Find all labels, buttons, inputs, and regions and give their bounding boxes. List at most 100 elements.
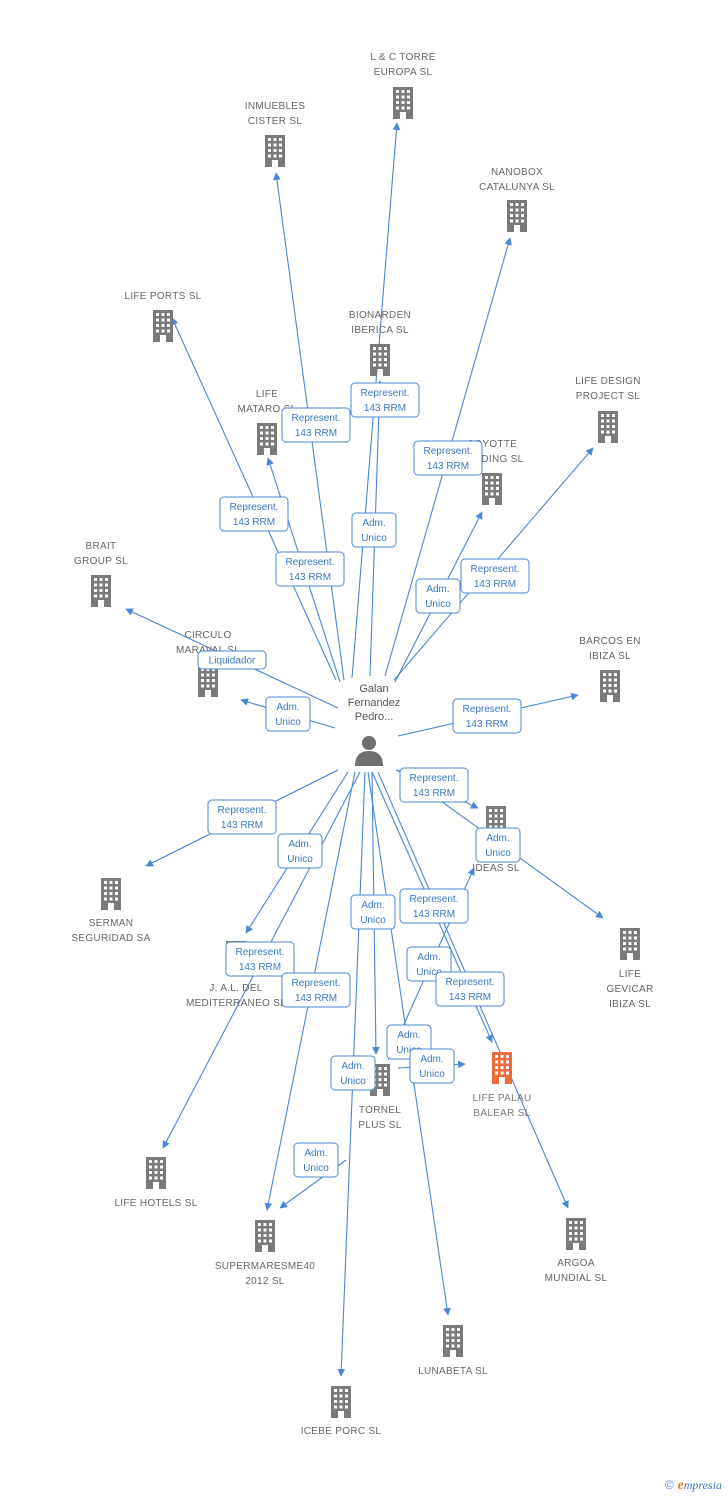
company-name-line: 2012 SL	[245, 1276, 284, 1287]
relationship-label[interactable]: Adm.Unico	[350, 894, 396, 930]
building-icon	[492, 1052, 512, 1084]
relationship-text: Represent.	[410, 773, 459, 784]
relationship-label[interactable]: Represent.143 RRM	[225, 941, 295, 977]
relationship-label[interactable]: Represent.143 RRM	[460, 558, 530, 594]
building-icon	[370, 344, 390, 376]
relationship-text: Unico	[416, 967, 442, 978]
relationship-text: Adm.	[397, 1030, 420, 1041]
relationship-text: Unico	[425, 599, 451, 610]
company-name-line: LIFE DESIGN	[575, 376, 641, 387]
building-icon	[507, 200, 527, 232]
person-icon	[355, 736, 383, 766]
relationship-text: Represent.	[410, 894, 459, 905]
relationship-label[interactable]: Represent.143 RRM	[413, 440, 483, 476]
relationship-text: Adm.	[362, 518, 385, 529]
company-name-line: SERMAN	[89, 918, 134, 929]
relationship-label[interactable]: Represent. 143 RRM	[350, 382, 420, 418]
relationship-text: Represent.	[292, 413, 341, 424]
building-icon	[600, 670, 620, 702]
relationship-label[interactable]: Adm.Unico	[330, 1055, 376, 1091]
relationship-text: Represent.	[286, 557, 335, 568]
relationship-text: Liquidador	[209, 656, 256, 667]
company-name-line: TORNEL	[359, 1105, 401, 1116]
company-node-brait[interactable]: BRAIT GROUP SL	[74, 541, 128, 607]
company-name-line: CISTER SL	[248, 116, 303, 127]
relationship-label[interactable]: Adm.Unico	[415, 578, 461, 614]
relationship-label[interactable]: Represent.143 RRM	[275, 551, 345, 587]
relationship-label[interactable]: Represent.143 RRM	[399, 888, 469, 924]
relationship-text: Adm.	[288, 839, 311, 850]
company-name-line: CIRCULO	[184, 630, 231, 641]
relationship-label[interactable]: Adm.Unico	[265, 696, 311, 732]
relationship-label[interactable]: Represent.143 RRM	[452, 698, 522, 734]
building-icon	[257, 423, 277, 455]
relationship-text: Represent.	[471, 564, 520, 575]
company-name-line: SUPERMARESME40	[215, 1261, 315, 1272]
relationship-text: 143 RRM	[364, 403, 406, 414]
company-name-line: MATARO SL	[237, 404, 296, 415]
company-name-line: LIFE	[619, 969, 641, 980]
company-name-line: GROUP SL	[74, 556, 128, 567]
relationship-text: Unico	[360, 915, 386, 926]
company-name-line: PLUS SL	[358, 1120, 401, 1131]
company-name-line: BALEAR SL	[473, 1108, 530, 1119]
relationship-text: Adm.	[417, 952, 440, 963]
relationship-label[interactable]: Represent.143 RRM	[281, 972, 351, 1008]
company-name-line: IBIZA SL	[609, 999, 651, 1010]
relationship-label[interactable]: Represent. 143 RRM	[281, 407, 351, 443]
relationship-text: Adm.	[304, 1148, 327, 1159]
company-node-tornel[interactable]: TORNEL PLUS SL	[358, 1064, 401, 1131]
company-node-supermaresme[interactable]: SUPERMARESME40 2012 SL	[215, 1220, 315, 1287]
relationship-label[interactable]: Represent.143 RRM	[219, 496, 289, 532]
building-icon	[146, 1157, 166, 1189]
relationship-text: Represent.	[446, 977, 495, 988]
company-node-lifeports[interactable]: LIFE PORTS SL	[124, 291, 201, 342]
relationship-text: 143 RRM	[413, 788, 455, 799]
relationship-label[interactable]: Liquidador	[197, 650, 267, 670]
company-node-icebe[interactable]: ICEBE PORC SL	[301, 1386, 382, 1437]
relationship-text: Adm.	[276, 702, 299, 713]
building-icon	[393, 87, 413, 119]
building-icon	[198, 665, 218, 697]
company-node-ideas[interactable]: IDEAS SL	[472, 806, 520, 874]
building-icon	[443, 1325, 463, 1357]
company-node-lifehotels[interactable]: LIFE HOTELS SL	[114, 1157, 197, 1209]
person-node[interactable]: GalanFernandezPedro...	[348, 683, 401, 766]
relationship-label[interactable]: Adm.Unico	[293, 1142, 339, 1178]
relationship-label[interactable]: Adm.Unico	[351, 512, 397, 548]
relationship-text: Represent.	[361, 388, 410, 399]
relationship-text: 143 RRM	[466, 719, 508, 730]
company-name-line: IBIZA SL	[589, 651, 631, 662]
relationship-text: Unico	[485, 848, 511, 859]
relationship-text: Represent.	[230, 502, 279, 513]
copyright-symbol: ©	[664, 1478, 674, 1492]
relationship-label[interactable]: Adm.Unico	[475, 827, 521, 863]
company-name-line: IDEAS SL	[472, 863, 520, 874]
relationship-text: 143 RRM	[295, 428, 337, 439]
relationship-text: Represent.	[424, 446, 473, 457]
relationship-label[interactable]: Represent.143 RRM	[435, 971, 505, 1007]
relationship-label[interactable]: Represent. 143 RRM	[399, 767, 469, 803]
building-icon	[91, 575, 111, 607]
building-icon	[566, 1218, 586, 1250]
relationship-label[interactable]: Adm.Unico	[277, 833, 323, 869]
company-name-line: BRAIT	[86, 541, 117, 552]
relationship-label[interactable]: Adm.Unico	[409, 1048, 455, 1084]
relationship-text: Adm.	[420, 1054, 443, 1065]
company-node-lunabeta[interactable]: LUNABETA SL	[418, 1325, 488, 1377]
relationship-label[interactable]: Represent.143 RRM	[207, 799, 277, 835]
building-icon	[482, 473, 502, 505]
